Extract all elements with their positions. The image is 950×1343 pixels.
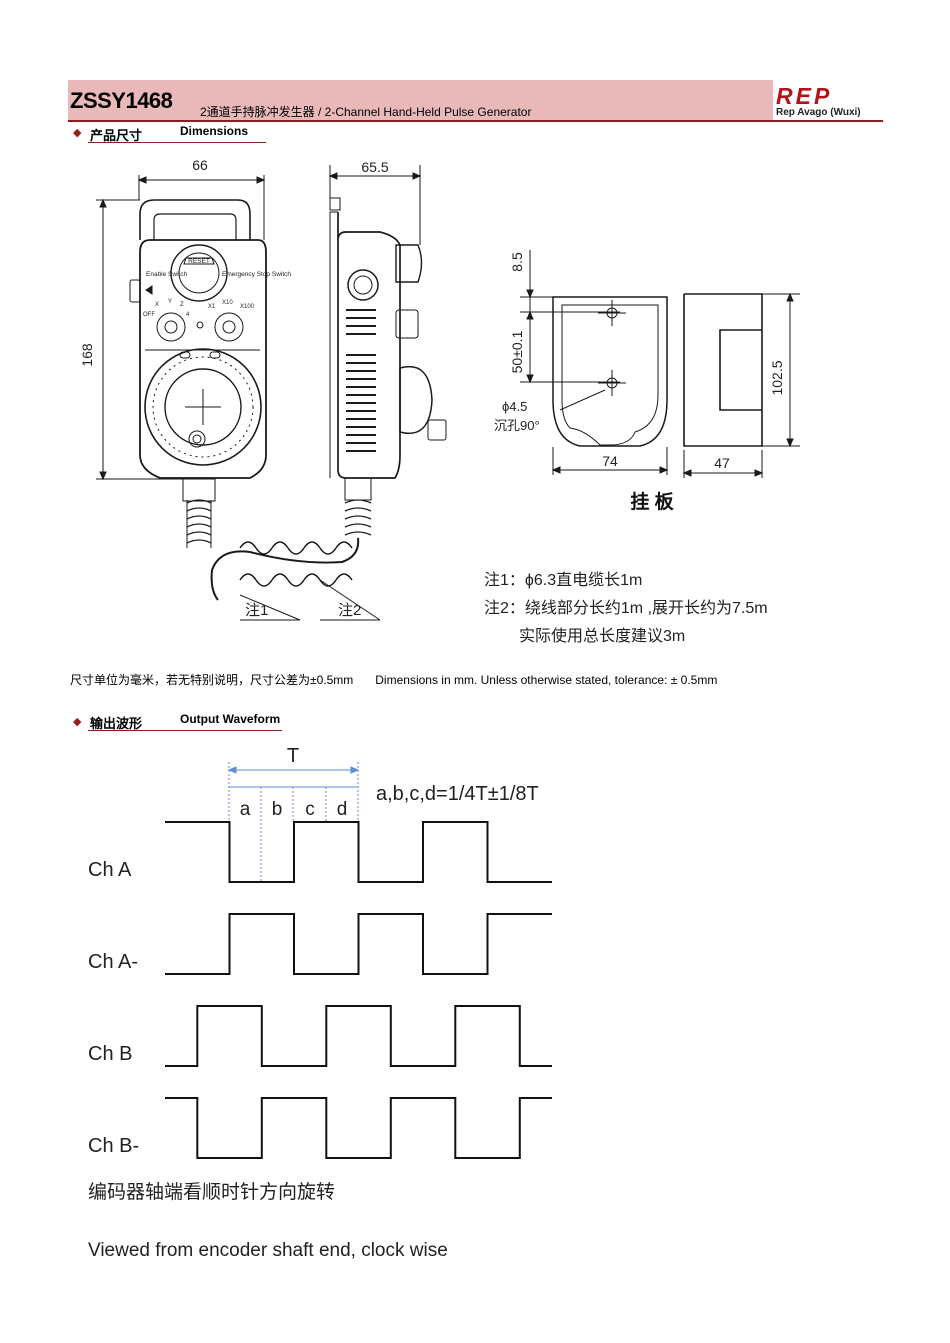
tolerance-note-cn: 尺寸单位为毫米，若无特别说明，尺寸公差为±0.5mm xyxy=(70,673,354,687)
callout-note2: 注2 xyxy=(338,602,361,619)
header-rule xyxy=(68,120,883,122)
rotation-caption-en: Viewed from encoder shaft end, clock wis… xyxy=(88,1240,448,1261)
reset-label: RESET xyxy=(188,258,210,265)
channel-label-1: Ch A xyxy=(88,859,132,881)
plate-label: 挂 板 xyxy=(630,490,674,513)
output-waveform-diagram: T a b c d a,b,c,d=1/4T±1/8T Ch ACh A-Ch … xyxy=(88,745,552,1203)
channel-trace-3 xyxy=(165,1005,552,1067)
enable-switch-label: Enable Switch xyxy=(146,271,188,278)
channel-trace-4 xyxy=(165,1097,552,1159)
axis-label-y: Y xyxy=(168,299,172,305)
cable-note-1: 注1：ϕ6.3直电缆长1m xyxy=(484,571,642,589)
section-underline xyxy=(88,730,282,731)
section-title-en: Dimensions xyxy=(180,124,249,138)
dim-width: 66 xyxy=(192,157,208,173)
model-number: ZSSY1468 xyxy=(70,88,173,113)
period-annotation xyxy=(227,762,360,882)
cable-note-2: 注2：绕线部分长约1m ,展开长约为7.5m xyxy=(484,599,768,617)
dim-top: 8.5 xyxy=(509,252,525,272)
front-view: 66 168 RESET Enable Switch Emergency Sto… xyxy=(79,157,291,548)
cable-note-3: 实际使用总长度建议3m xyxy=(519,627,685,645)
side-view: 65.5 注1 注2 xyxy=(210,159,447,621)
section-title-cn: 输出波形 xyxy=(90,716,143,731)
channel-label-2: Ch A- xyxy=(88,951,138,973)
dim-hole-dia: ϕ4.5 xyxy=(502,399,527,414)
section-bullet-icon: ◆ xyxy=(73,127,82,139)
dim-height: 168 xyxy=(79,343,95,367)
countersink-label: 沉孔90° xyxy=(494,418,540,433)
dimension-drawing: 66 168 RESET Enable Switch Emergency Sto… xyxy=(79,157,800,645)
axis-label-4: 4 xyxy=(186,312,190,318)
axis-label-x: X xyxy=(155,302,159,308)
section-title-en: Output Waveform xyxy=(180,712,281,726)
header-band xyxy=(68,80,773,120)
company-name: Rep Avago (Wuxi) xyxy=(776,107,861,118)
dim-plate-depth: 47 xyxy=(714,455,730,471)
brand-logo: REP xyxy=(776,83,833,109)
dim-depth: 65.5 xyxy=(361,159,388,175)
hanging-plate-view: 8.5 50±0.1 ϕ4.5 沉孔90° 74 102.5 47 挂 板 xyxy=(494,250,800,513)
mult-label-x1: X1 xyxy=(208,304,216,310)
dim-plate-width: 74 xyxy=(602,453,618,469)
section-title-cn: 产品尺寸 xyxy=(90,128,143,143)
section-bullet-icon: ◆ xyxy=(73,716,82,728)
mult-label-x100: X100 xyxy=(240,304,255,310)
timing-spec: a,b,c,d=1/4T±1/8T xyxy=(376,783,539,805)
dim-plate-height: 102.5 xyxy=(769,360,785,395)
tolerance-note-en: Dimensions in mm. Unless otherwise state… xyxy=(375,673,718,687)
channel-trace-1 xyxy=(165,821,552,883)
channel-trace-2 xyxy=(165,913,552,975)
segment-label-b: b xyxy=(272,799,283,820)
callout-note1: 注1 xyxy=(245,602,268,619)
segment-label-a: a xyxy=(240,799,251,820)
dim-hole-pitch: 50±0.1 xyxy=(509,330,525,373)
channel-traces: Ch A Ch A- Ch B Ch B- xyxy=(88,821,552,1159)
segment-label-c: c xyxy=(305,799,315,820)
section-underline xyxy=(88,142,266,143)
channel-label-3: Ch B xyxy=(88,1043,132,1065)
segment-label-d: d xyxy=(337,799,348,820)
estop-label: Emergency Stop Switch xyxy=(222,271,291,278)
tolerance-note: 尺寸单位为毫米，若无特别说明，尺寸公差为±0.5mm Dimensions in … xyxy=(70,671,717,688)
channel-label-4: Ch B- xyxy=(88,1135,139,1157)
product-subtitle: 2通道手持脉冲发生器 / 2-Channel Hand-Held Pulse G… xyxy=(200,105,532,119)
axis-label-z: Z xyxy=(180,302,184,308)
rotation-caption-cn: 编码器轴端看顺时针方向旋转 xyxy=(88,1181,335,1203)
period-label: T xyxy=(287,745,299,767)
axis-label-off: OFF xyxy=(143,312,155,318)
mult-label-x10: X10 xyxy=(222,300,233,306)
